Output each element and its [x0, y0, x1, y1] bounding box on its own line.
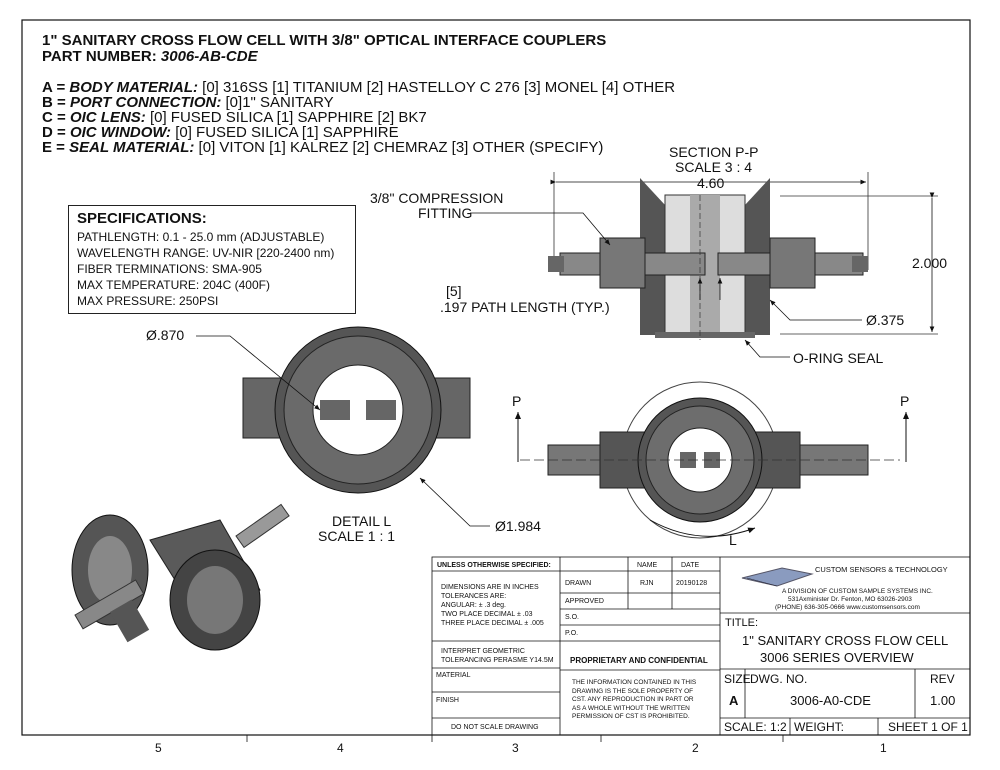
proprietary-heading: PROPRIETARY AND CONFIDENTIAL [570, 656, 708, 665]
section-marker-right: P [900, 393, 910, 409]
spec-line: FIBER TERMINATIONS: SMA-905 [77, 262, 262, 276]
option-b: B = PORT CONNECTION: [0]1" SANITARY [42, 94, 334, 111]
title-label: TITLE: [725, 617, 759, 629]
unless-specified: UNLESS OTHERWISE SPECIFIED: [437, 562, 551, 569]
rev-label: REV [930, 672, 955, 686]
large-diameter: Ø1.984 [495, 518, 541, 534]
zone-3: 3 [512, 741, 519, 755]
specifications-heading: SPECIFICATIONS: [77, 210, 207, 227]
size-value: A [729, 693, 739, 708]
drawn-date: 20190128 [676, 580, 708, 587]
phone-line: (PHONE) 636-305-0666 www.customsensors.c… [775, 604, 920, 611]
path-length-label: .197 PATH LENGTH (TYP.) [440, 299, 610, 315]
drawing-title-1: 1" SANITARY CROSS FLOW CELL [742, 633, 949, 648]
option-e: E = SEAL MATERIAL: [0] VITON [1] KALREZ … [42, 139, 604, 156]
interpret-2: TOLERANCING PERASME Y14.5M [441, 657, 554, 664]
division-line: A DIVISION OF CUSTOM SAMPLE SYSTEMS INC. [782, 588, 933, 595]
address-line: 531Axminister Dr. Fenton, MO 63026-2903 [788, 596, 912, 603]
drawn-label: DRAWN [565, 580, 592, 587]
detail-title: DETAIL L [332, 513, 392, 529]
section-scale: SCALE 3 : 4 [675, 159, 753, 175]
approved-label: APPROVED [565, 598, 604, 605]
oring-label: O-RING SEAL [793, 350, 884, 366]
detail-l-view [196, 326, 490, 527]
spec-line: PATHLENGTH: 0.1 - 25.0 mm (ADJUSTABLE) [77, 230, 325, 244]
height-dimension: 2.000 [912, 255, 948, 271]
dwg-number: 3006-A0-CDE [790, 693, 871, 708]
size-label: SIZE [724, 672, 751, 686]
part-number-label: PART NUMBER: [42, 48, 161, 65]
option-c: C = OIC LENS: [0] FUSED SILICA [1] SAPPH… [42, 109, 427, 126]
no-scale-label: DO NOT SCALE DRAWING [451, 724, 539, 731]
sheet-value: SHEET 1 OF 1 [888, 720, 968, 734]
small-diameter: Ø.870 [146, 327, 185, 343]
spec-line: WAVELENGTH RANGE: UV-NIR [220-2400 nm) [77, 246, 335, 260]
option-d: D = OIC WINDOW: [0] FUSED SILICA [1] SAP… [42, 124, 399, 141]
spec-line: MAX TEMPERATURE: 204C (400F) [77, 278, 270, 292]
fitting-label-2: FITTING [418, 205, 473, 221]
part-number-value: 3006-AB-CDE [160, 48, 258, 65]
option-a: A = BODY MATERIAL: [0] 316SS [1] TITANIU… [42, 79, 676, 96]
dwg-label: DWG. NO. [750, 672, 808, 686]
company-name: CUSTOM SENSORS & TECHNOLOGY [815, 565, 948, 574]
scale-value: SCALE: 1:2 [724, 720, 787, 734]
section-marker-left: P [512, 393, 522, 409]
section-title: SECTION P-P [669, 144, 759, 160]
detail-marker-l: L [729, 532, 737, 548]
fitting-label-1: 3/8" COMPRESSION [370, 190, 504, 206]
drawing-title-2: 3006 SERIES OVERVIEW [760, 650, 914, 665]
drawing-title: 1" SANITARY CROSS FLOW CELL WITH 3/8" OP… [42, 32, 607, 49]
date-header: DATE [681, 562, 700, 569]
specifications-box: SPECIFICATIONS: PATHLENGTH: 0.1 - 25.0 m… [68, 205, 356, 314]
section-view [470, 172, 938, 358]
rod-diameter: Ø.375 [866, 312, 905, 328]
weight-label: WEIGHT: [794, 720, 844, 734]
isometric-view [71, 503, 290, 651]
title-block-lines [431, 556, 971, 736]
zone-ticks [246, 735, 784, 742]
finish-label: FINISH [436, 697, 459, 704]
so-label: S.O. [565, 614, 580, 621]
width-dimension: 4.60 [697, 175, 725, 191]
zone-1: 1 [880, 741, 887, 755]
name-header: NAME [637, 562, 658, 569]
part-number: PART NUMBER: 3006-AB-CDE [42, 49, 258, 65]
zone-5: 5 [155, 741, 162, 755]
spec-line: MAX PRESSURE: 250PSI [77, 294, 219, 308]
detail-scale: SCALE 1 : 1 [318, 528, 396, 544]
front-view [515, 381, 909, 539]
path-bracket: [5] [446, 283, 462, 299]
material-label: MATERIAL [436, 672, 471, 679]
po-label: P.O. [565, 630, 579, 637]
option-list: A = BODY MATERIAL: [0] 316SS [1] TITANIU… [42, 80, 675, 155]
drawn-name: RJN [640, 580, 654, 587]
company-logo [741, 567, 814, 587]
zone-2: 2 [692, 741, 699, 755]
rev-value: 1.00 [930, 693, 956, 708]
zone-4: 4 [337, 741, 344, 755]
interpret-1: INTERPRET GEOMETRIC [441, 648, 525, 655]
